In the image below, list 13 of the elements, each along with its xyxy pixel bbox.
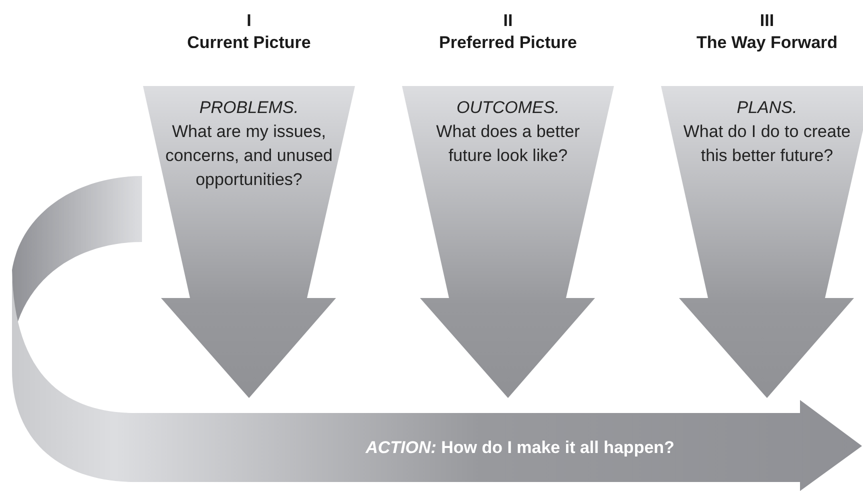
category-label: PLANS. — [736, 97, 798, 119]
column-heading: II — [503, 10, 513, 32]
column-heading: Preferred Picture — [439, 32, 577, 54]
question-text: What does a better future look like? — [435, 121, 581, 167]
column-heading: I — [246, 10, 252, 32]
category-label: OUTCOMES. — [456, 97, 560, 119]
question-text: What are my issues, concerns, and unused opportunities? — [164, 121, 334, 191]
question-text: What do I do to create this better future? — [682, 121, 852, 167]
action-text: ACTION: How do I make it all happen? — [364, 437, 676, 459]
category-label: PROBLEMS. — [199, 97, 299, 119]
column-heading: III — [760, 10, 774, 32]
column-heading: The Way Forward — [696, 32, 838, 54]
column-heading: Current Picture — [187, 32, 311, 54]
